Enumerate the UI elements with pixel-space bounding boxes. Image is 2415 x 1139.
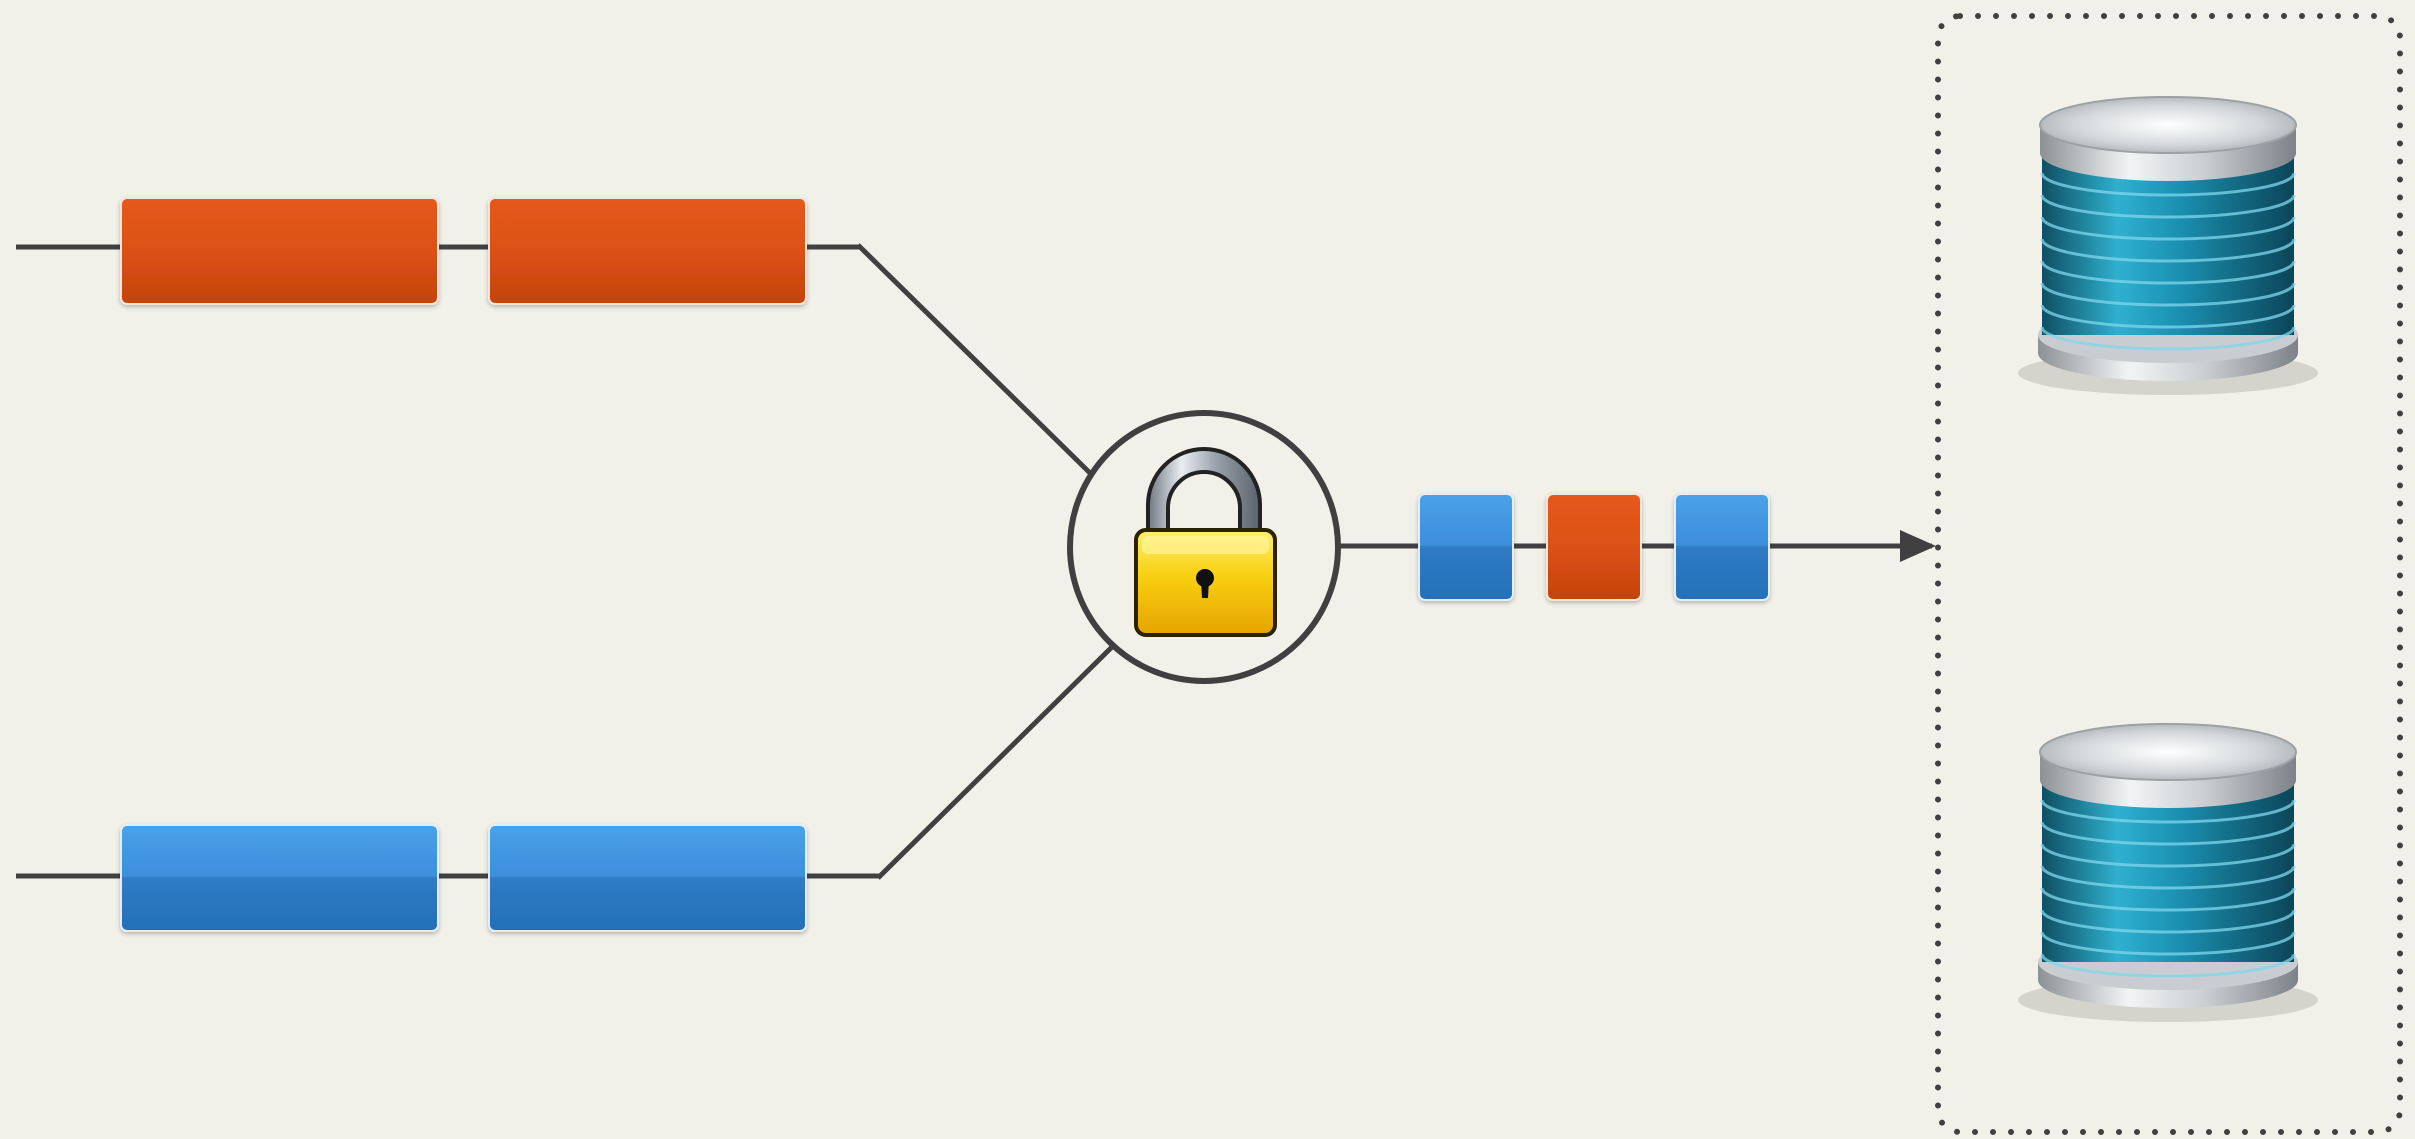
orange-merge-line bbox=[856, 243, 1092, 475]
blue-stream bbox=[16, 642, 1117, 932]
merged-block-1 bbox=[1418, 493, 1514, 601]
padlock-icon bbox=[1134, 447, 1277, 637]
blue-block-2 bbox=[488, 824, 807, 932]
arrow-head bbox=[1900, 530, 1936, 562]
orange-stream bbox=[16, 197, 1092, 475]
merge-lock bbox=[1067, 410, 1341, 684]
merged-block-3 bbox=[1674, 493, 1770, 601]
orange-block-2 bbox=[488, 197, 807, 305]
blue-block-1 bbox=[120, 824, 439, 932]
storage-container bbox=[1935, 13, 2403, 1135]
merged-block-2 bbox=[1546, 493, 1642, 601]
orange-block-1 bbox=[120, 197, 439, 305]
database-icon bbox=[2018, 723, 2318, 1022]
database-icon bbox=[2018, 96, 2318, 395]
blue-merge-line bbox=[876, 642, 1117, 880]
merged-sequence bbox=[1418, 493, 1770, 601]
